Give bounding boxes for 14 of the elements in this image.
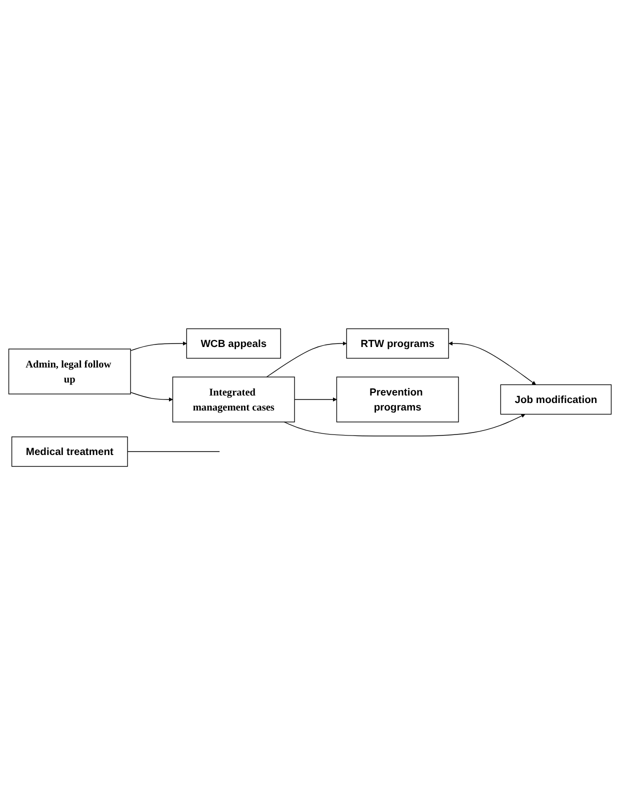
arrow [266, 341, 347, 378]
node-box: Medical treatment [11, 436, 128, 467]
arrow [448, 341, 536, 385]
connector [127, 451, 220, 452]
node-box: Integrated management cases [172, 376, 295, 422]
node-box: Admin, legal follow up [8, 348, 131, 394]
arrow [284, 414, 526, 436]
node-box: WCB appeals [186, 328, 281, 359]
node-box: Prevention programs [336, 376, 459, 422]
arrow [130, 392, 173, 402]
arrow [294, 397, 337, 402]
node-box: RTW programs [346, 328, 449, 359]
node-box: Job modification [500, 384, 612, 415]
arrow [130, 341, 187, 351]
